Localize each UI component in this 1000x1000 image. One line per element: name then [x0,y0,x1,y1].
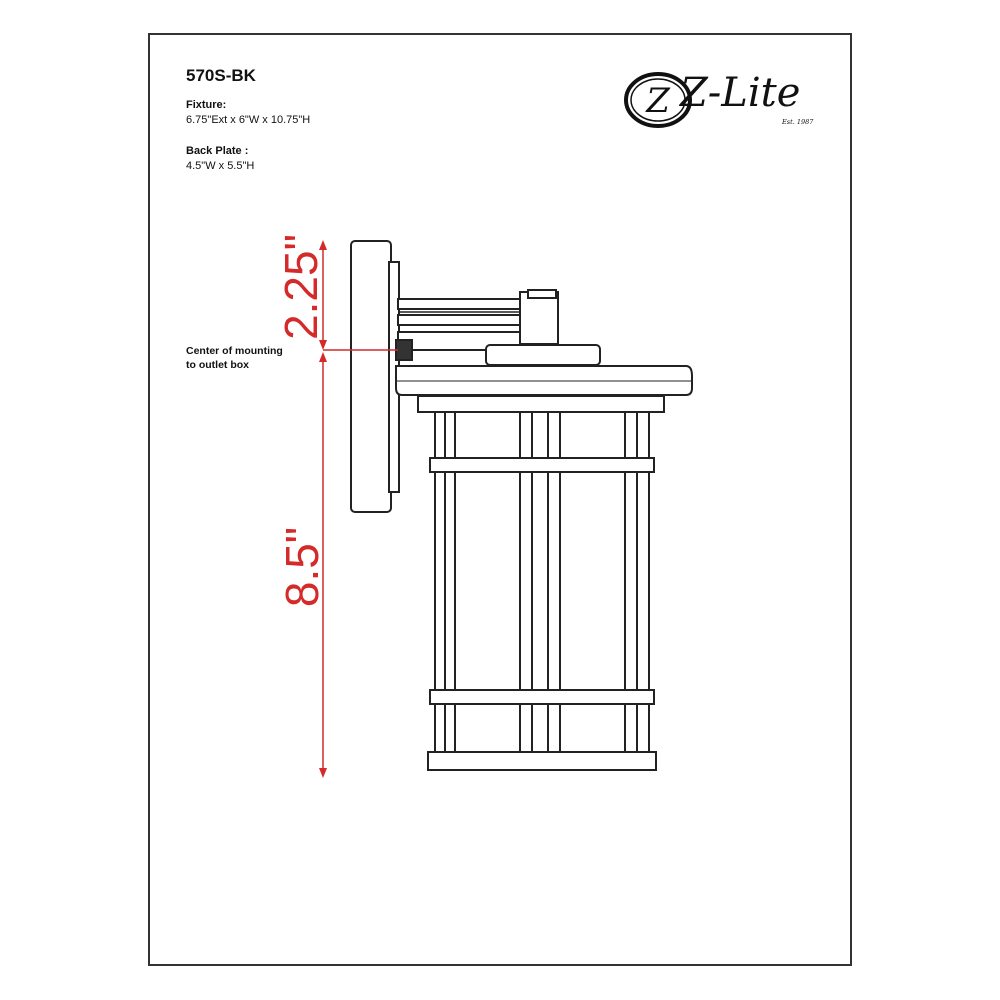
backplate-label: Back Plate : [186,145,249,157]
outlet-box-marker [395,339,413,361]
arm-knuckle [519,291,559,345]
arm-bottom [397,314,529,326]
callout-line-2: to outlet box [186,359,249,371]
mounting-callout: Center of mounting to outlet box [186,344,306,372]
logo-wordmark: Z-Lite [680,70,801,116]
arrow-bottom-end [319,768,327,778]
knuckle-cap [527,289,557,299]
logo-ring [624,72,692,128]
arm-top [397,298,529,310]
dimension-label-top: 2.25" [274,234,327,340]
back-plate [350,240,392,513]
z-lite-logo-mark: Z [624,72,692,128]
dimension-label-bottom: 8.5" [276,526,329,608]
fixture-label: Fixture: [186,99,227,111]
logo-z-letter: Z [645,81,671,121]
lantern-base [427,751,657,771]
fixture-dimensions: 6.75"Ext x 6"W x 10.75"H [186,114,311,126]
cage-band-upper [429,457,655,473]
top-cap [485,344,601,366]
cage-band-lower [429,689,655,705]
logo-inner-ring [630,78,686,122]
logo-established: Est. 1987 [782,118,814,126]
arrow-bottom-start [319,352,327,362]
callout-line-1: Center of mounting [186,345,283,357]
backplate-dimensions: 4.5"W x 5.5"H [186,160,255,172]
model-number: 570S-BK [186,66,256,85]
arrow-top-start [319,240,327,250]
roof-band [417,395,665,413]
arrow-top-end [319,340,327,350]
